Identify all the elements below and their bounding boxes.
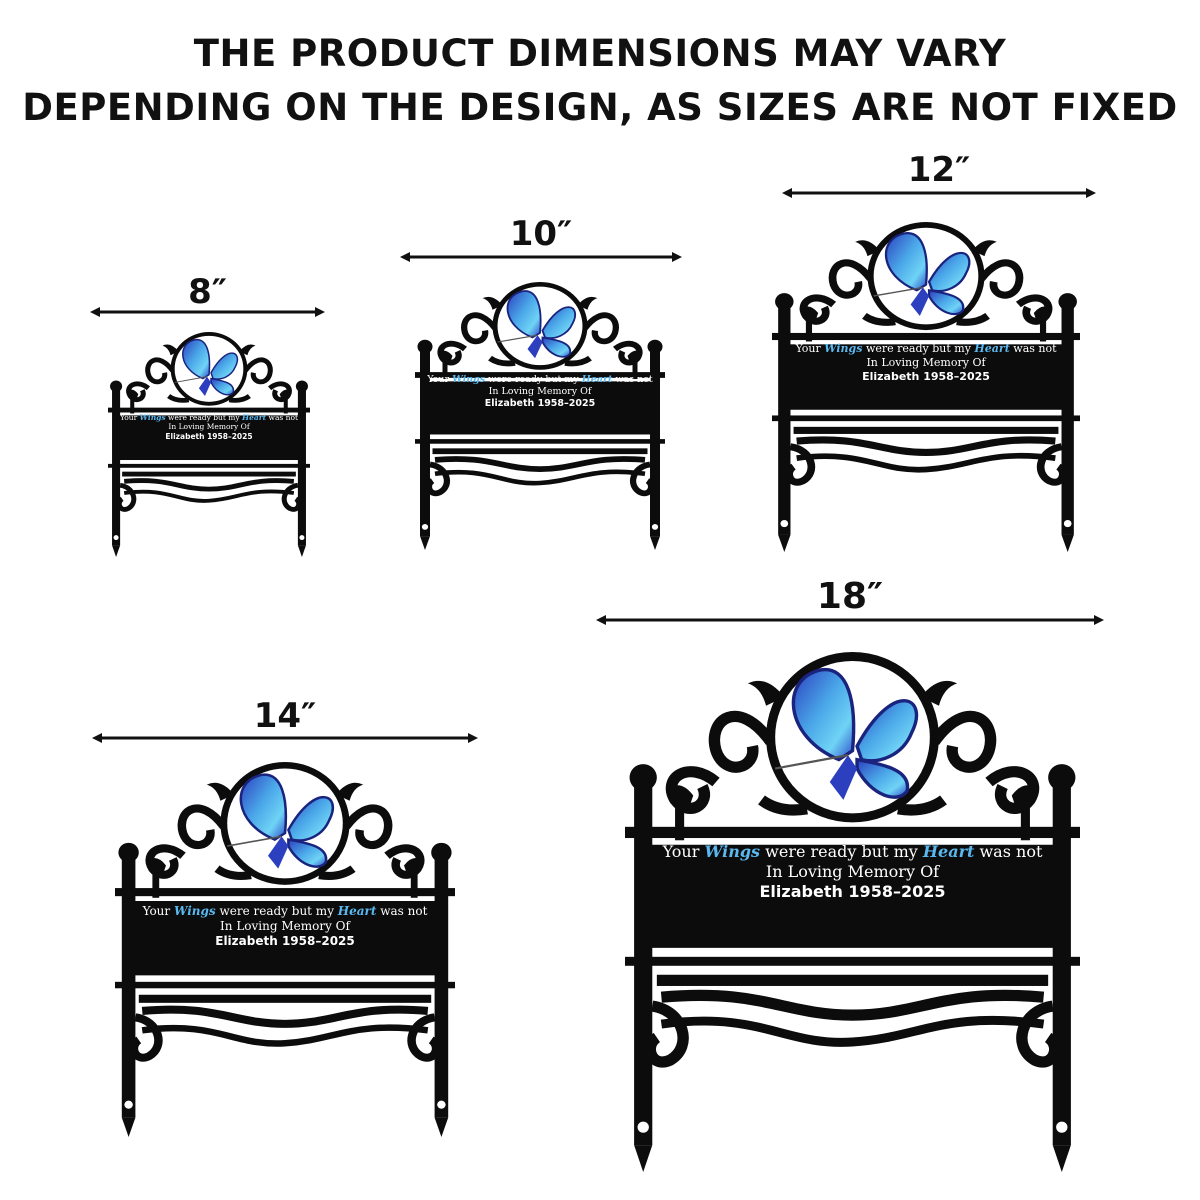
dimension-12in: 12″ bbox=[782, 148, 1096, 208]
dimension-arrow bbox=[782, 188, 1096, 198]
plaque-line-3: Elizabeth 1958–2025 bbox=[215, 934, 355, 948]
plaque-line-2: In Loving Memory Of bbox=[168, 422, 250, 432]
stake-silhouette bbox=[115, 762, 455, 1137]
stake-8in: Your Wings were ready but my Heart was n… bbox=[108, 332, 310, 557]
stake-silhouette bbox=[772, 222, 1080, 552]
plaque-line-3: Elizabeth 1958–2025 bbox=[862, 369, 990, 383]
dimension-arrow bbox=[596, 615, 1104, 625]
stake-14in: Your Wings were ready but my Heart was n… bbox=[115, 762, 455, 1137]
dimension-label: 8″ bbox=[188, 272, 227, 312]
plaque-line-2: In Loving Memory Of bbox=[866, 355, 986, 369]
plaque-text: Your Wings were ready but my Heart was n… bbox=[772, 342, 1080, 383]
plaque-text: Your Wings were ready but my Heart was n… bbox=[415, 374, 665, 410]
headline-line-1: THE PRODUCT DIMENSIONS MAY VARY bbox=[193, 32, 1007, 75]
stake-silhouette bbox=[108, 332, 310, 557]
plaque-line-1: Your Wings were ready but my Heart was n… bbox=[142, 904, 428, 918]
stake-10in: Your Wings were ready but my Heart was n… bbox=[415, 282, 665, 550]
dimension-label: 14″ bbox=[253, 696, 317, 736]
dimension-arrow bbox=[92, 733, 478, 743]
stake-12in: Your Wings were ready but my Heart was n… bbox=[772, 222, 1080, 552]
plaque-line-1: Your Wings were ready but my Heart was n… bbox=[795, 342, 1057, 355]
plaque-text: Your Wings were ready but my Heart was n… bbox=[115, 904, 455, 949]
dimension-label: 18″ bbox=[816, 576, 884, 617]
dimension-arrow bbox=[400, 252, 682, 262]
plaque-line-3: Elizabeth 1958–2025 bbox=[165, 431, 253, 441]
headline-line-2: DEPENDING ON THE DESIGN, AS SIZES ARE NO… bbox=[22, 86, 1178, 129]
dimension-label: 12″ bbox=[907, 150, 971, 190]
dimension-label: 10″ bbox=[509, 214, 573, 254]
dimension-arrow bbox=[90, 307, 325, 317]
plaque-text: Your Wings were ready but my Heart was n… bbox=[625, 842, 1080, 902]
dimension-18in: 18″ bbox=[596, 574, 1104, 634]
plaque-line-2: In Loving Memory Of bbox=[220, 919, 350, 933]
plaque-line-3: Elizabeth 1958–2025 bbox=[759, 882, 946, 901]
dimension-8in: 8″ bbox=[90, 270, 325, 330]
stake-silhouette bbox=[625, 652, 1080, 1172]
plaque-text: Your Wings were ready but my Heart was n… bbox=[108, 413, 310, 441]
plaque-line-1: Your Wings were ready but my Heart was n… bbox=[119, 413, 299, 422]
plaque-line-3: Elizabeth 1958–2025 bbox=[484, 397, 596, 409]
stake-18in: Your Wings were ready but my Heart was n… bbox=[625, 652, 1080, 1172]
plaque-line-1: Your Wings were ready but my Heart was n… bbox=[662, 842, 1043, 861]
stake-silhouette bbox=[415, 282, 665, 550]
plaque-line-1: Your Wings were ready but my Heart was n… bbox=[427, 374, 653, 385]
dimension-10in: 10″ bbox=[400, 212, 682, 272]
dimension-14in: 14″ bbox=[92, 694, 478, 754]
plaque-line-2: In Loving Memory Of bbox=[765, 862, 940, 881]
plaque-line-2: In Loving Memory Of bbox=[488, 385, 592, 397]
